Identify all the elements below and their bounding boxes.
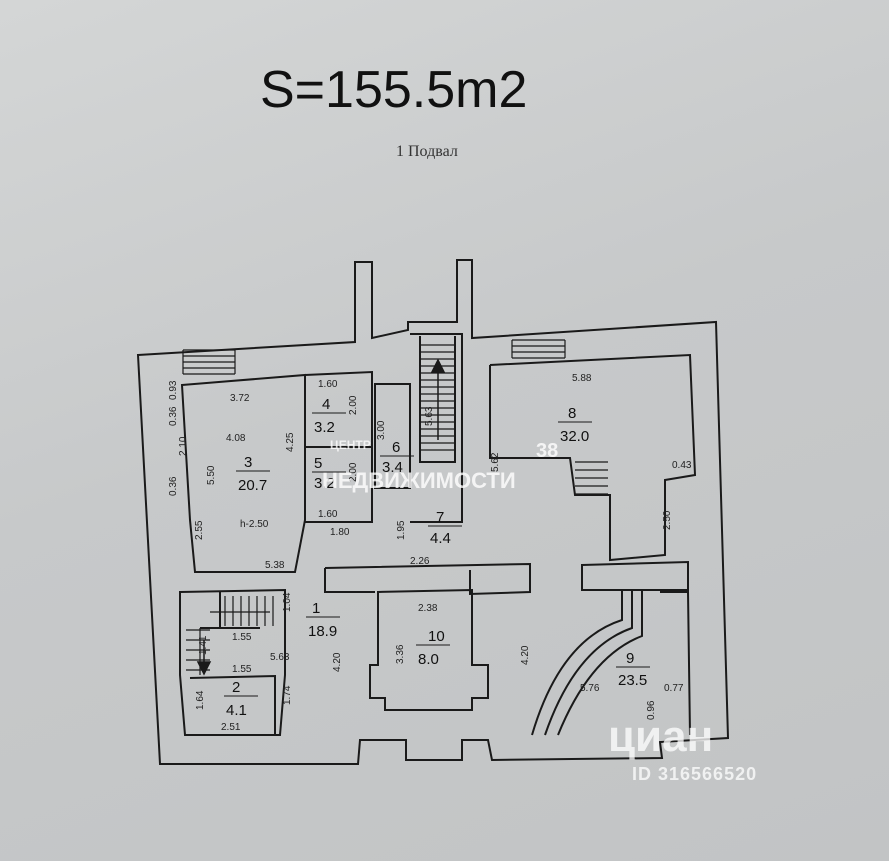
watermark-listing-id: ID 316566520 (632, 764, 758, 784)
dimension-label: 5.38 (265, 560, 285, 571)
dimension-label: 0.96 (646, 700, 657, 720)
dimension-label: 5.88 (572, 373, 592, 384)
room-number-5: 5 (314, 455, 322, 472)
dimension-label: 5.63 (424, 406, 435, 426)
inner-wall-room-6 (374, 383, 411, 489)
room-area-6: 3.4 (382, 459, 403, 476)
room-area-3: 20.7 (238, 477, 267, 494)
dimension-label: 4.08 (226, 433, 246, 444)
dimension-label: 0.43 (672, 460, 692, 471)
dimension-label: 4.20 (520, 645, 531, 665)
dimension-label: 4.20 (332, 652, 343, 672)
room-9-arc-2 (544, 590, 633, 736)
arrow-down-icon (196, 640, 212, 676)
stair-corridor (410, 333, 463, 523)
outer-wall (136, 259, 730, 765)
room-area-8: 32.0 (560, 428, 589, 445)
room-number-8: 8 (568, 405, 576, 422)
dimension-label: 5.76 (580, 683, 600, 694)
dimension-label: 1.95 (396, 520, 407, 540)
dimension-labels: 3.72 4.08 0.93 0.36 2.10 5.50 0.36 2.55 h-2.50 4.… (168, 373, 692, 733)
room-area-1: 18.9 (308, 623, 337, 640)
room-area-2: 4.1 (226, 702, 247, 719)
room-number-10: 10 (428, 628, 445, 645)
dimension-label: 2.00 (348, 462, 359, 482)
room-9-wall (660, 591, 691, 736)
cross-wall-right (581, 560, 689, 591)
dimension-label: 1.55 (232, 632, 252, 643)
dimension-label: 0.36 (168, 476, 179, 496)
dimension-label: 1.04 (282, 592, 293, 612)
dimension-label: 2.10 (178, 436, 189, 456)
room-number-6: 6 (392, 439, 400, 456)
steps-top-right (511, 339, 566, 359)
dimension-label: 5.63 (270, 652, 290, 663)
dimension-label: 1.60 (318, 379, 338, 390)
room-number-7: 7 (436, 509, 444, 526)
floor-label: 1 Подвал (396, 143, 458, 160)
dimension-label: 2.55 (194, 520, 205, 540)
steps-room-8 (575, 461, 608, 495)
room-9-arc-3 (557, 590, 643, 736)
room-2-wall (189, 674, 276, 735)
dimension-label: 3.36 (395, 644, 406, 664)
dimension-label: 4.25 (285, 432, 296, 452)
dimension-label: 2.00 (348, 395, 359, 415)
watermark-agency-top: ЦЕНТР (330, 438, 371, 452)
dimension-label: 1.64 (195, 690, 206, 710)
watermark-agency: НЕДВИЖИМОСТИ (322, 468, 516, 493)
arrow-up-icon (430, 358, 446, 440)
dimension-label: 5.62 (490, 452, 501, 472)
dimension-label: 1.74 (282, 685, 293, 705)
stair-left-steps (200, 592, 260, 629)
dimension-label: 3.00 (376, 420, 387, 440)
room-number-4: 4 (322, 396, 330, 413)
dimension-label: 3.72 (230, 393, 250, 404)
dimension-label: 2.26 (410, 556, 430, 567)
cross-wall (324, 562, 531, 596)
dimension-label: 0.93 (168, 380, 179, 400)
room-area-10: 8.0 (418, 651, 439, 668)
dimension-label: h-2.50 (240, 519, 269, 530)
dimension-label: 1.60 (318, 509, 338, 520)
dimension-label: 1.80 (330, 527, 350, 538)
dimension-label: 1.41 (198, 635, 209, 655)
room-area-4: 3.2 (314, 419, 335, 436)
room-number-3: 3 (244, 454, 252, 471)
room-labels: 1 18.9 2 4.1 3 20.7 4 3.2 5 3.2 6 3.4 7 4.4 8 32.0 9 23.5… (224, 396, 650, 719)
dimension-label: 2.50 (662, 510, 673, 530)
steps-top-left (182, 349, 236, 375)
dimension-label: 0.77 (664, 683, 684, 694)
watermark-cian-logo: циан (608, 712, 714, 761)
room-number-9: 9 (626, 650, 634, 667)
inner-wall-room-10 (369, 588, 489, 711)
steps-bottom-left (210, 596, 274, 626)
room-area-9: 23.5 (618, 672, 647, 689)
room-number-2: 2 (232, 679, 240, 696)
room-number-1: 1 (312, 600, 320, 617)
inner-wall-stair-left (179, 588, 286, 736)
dimension-label: 5.50 (206, 465, 217, 485)
inner-wall-room-8 (489, 353, 697, 562)
watermark-agency-number: 38 (536, 440, 559, 462)
stair-inner (419, 336, 456, 463)
dimension-label: 1.55 (232, 664, 252, 675)
steps-bottom-left-2 (186, 628, 210, 675)
dimension-label: 0.36 (168, 406, 179, 426)
room-area-7: 4.4 (430, 530, 451, 547)
room-area-5: 3.2 (314, 475, 335, 492)
dimension-label: 2.38 (418, 603, 438, 614)
total-area-title: S=155.5m2 (260, 61, 528, 119)
dimension-label: 2.51 (221, 722, 241, 733)
room-9-arc (531, 590, 623, 736)
inner-wall-left (180, 373, 306, 573)
